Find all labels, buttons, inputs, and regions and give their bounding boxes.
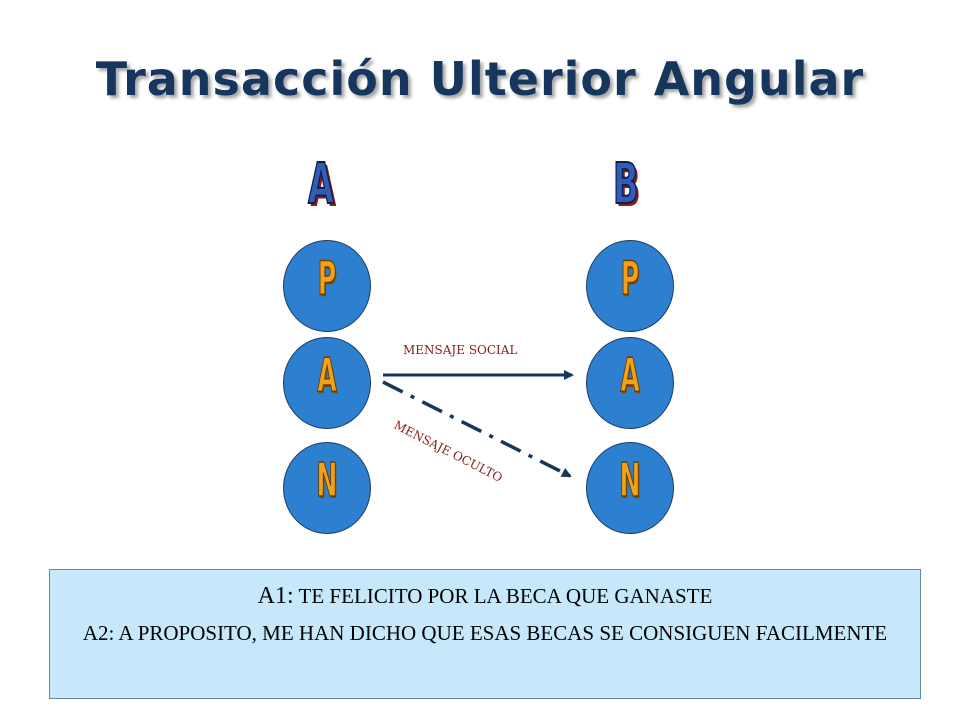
person-b-adult-state: A — [586, 337, 674, 429]
state-letter: N — [619, 452, 641, 508]
dialogue-line-a1: A1: TE FELICITO POR LA BECA QUE GANASTE — [50, 583, 920, 610]
dialogue-box: A1: TE FELICITO POR LA BECA QUE GANASTE … — [49, 569, 921, 699]
person-b-label: B — [612, 151, 639, 218]
person-b-child-state: N — [586, 442, 674, 534]
person-a-parent-state: P — [283, 240, 371, 332]
page-title: Transacción Ulterior Angular — [95, 52, 865, 106]
a1-text: TE FELICITO POR LA BECA QUE GANASTE — [298, 584, 713, 608]
social-message-label: MENSAJE SOCIAL — [403, 343, 518, 357]
state-letter: N — [316, 452, 338, 508]
person-a-child-state: N — [283, 442, 371, 534]
state-letter: P — [317, 250, 337, 306]
state-letter: A — [317, 347, 337, 403]
hidden-message-arrow — [382, 380, 572, 478]
state-letter: P — [620, 250, 640, 306]
person-a-label: A — [307, 151, 335, 218]
person-b-parent-state: P — [586, 240, 674, 332]
a1-label: A1: — [257, 583, 294, 609]
dialogue-line-a2: A2: A PROPOSITO, ME HAN DICHO QUE ESAS B… — [82, 621, 888, 645]
state-letter: A — [620, 347, 640, 403]
person-a-adult-state: A — [283, 337, 371, 429]
